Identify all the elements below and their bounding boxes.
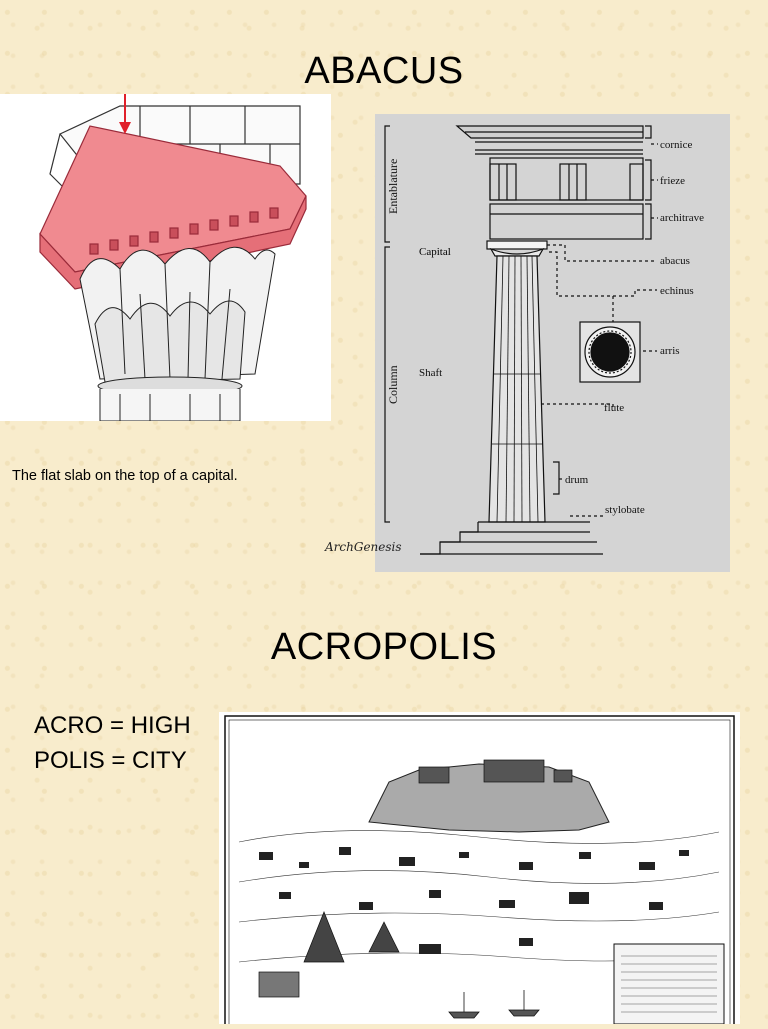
definition-polis: POLIS = CITY: [34, 747, 187, 774]
architrave-label: architrave: [660, 212, 704, 224]
arris-label: arris: [660, 345, 680, 357]
capital-drawing: [39, 94, 307, 422]
column-order-diagram: Entablature Column cornice frieze archit…: [375, 114, 730, 572]
acropolis-title: ACROPOLIS: [270, 626, 498, 668]
shaft-label: Shaft: [419, 367, 442, 379]
entablature-label: Entablature: [386, 159, 400, 214]
definition-acro: ACRO = HIGH: [34, 712, 191, 739]
echinus-label: echinus: [660, 285, 694, 297]
capital-label-text: Capital: [419, 246, 451, 258]
column-label: Column: [386, 365, 400, 404]
abacus-definition: The flat slab on the top of a capital.: [12, 468, 238, 484]
abacus-title: ABACUS: [304, 50, 464, 92]
corinthian-capital-illustration: [0, 94, 331, 422]
arrow-down-icon: [119, 94, 131, 134]
acropolis-etymology: ACRO = HIGH POLIS = CITY: [34, 708, 191, 778]
drum-label: drum: [565, 474, 589, 486]
flute-label: flute: [604, 402, 624, 414]
abacus-label: abacus: [660, 255, 690, 267]
acropolis-engraving: [219, 712, 740, 1027]
frieze-label: frieze: [660, 175, 685, 187]
cornice-label: cornice: [660, 139, 692, 151]
archgenesis-signature: ArchGenesis: [325, 540, 402, 554]
stylobate-label: stylobate: [605, 504, 645, 516]
